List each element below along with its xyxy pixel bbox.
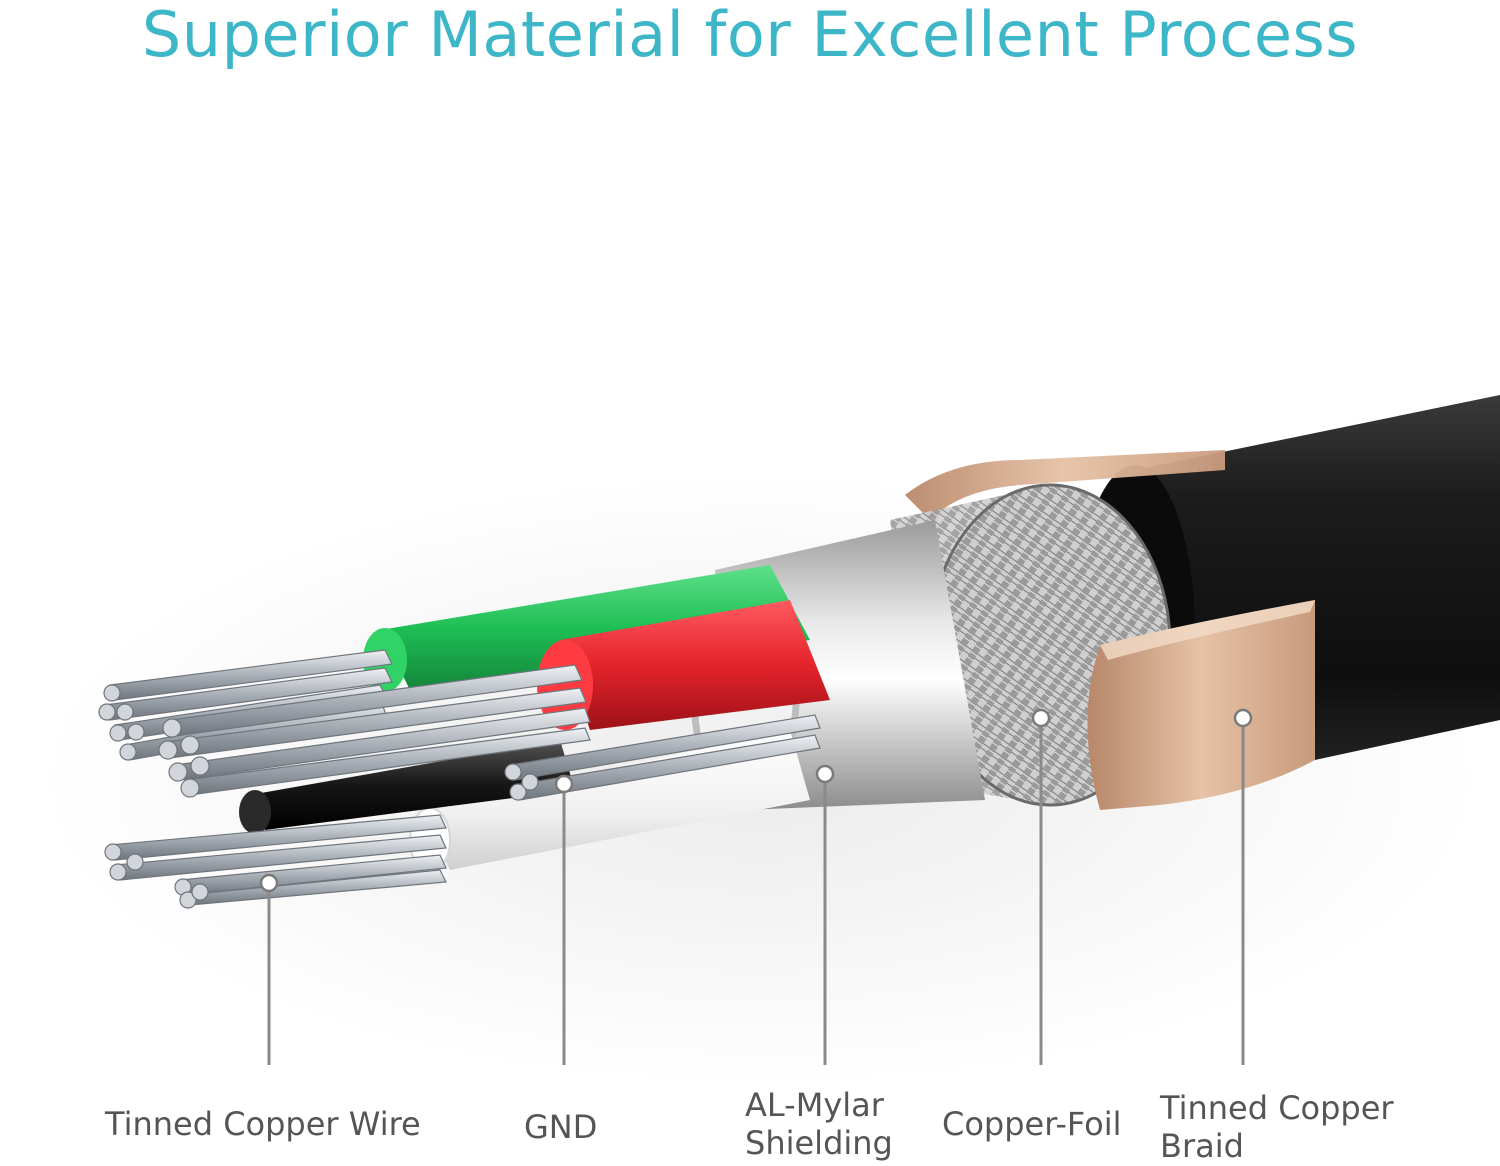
label-tinned-copper-wire: Tinned Copper Wire [105,1105,421,1143]
label-gnd: GND [524,1108,598,1146]
label-tinned-copper-braid: Tinned Copper Braid [1160,1089,1394,1165]
conductor-strands [98,649,821,909]
dot-tinned-copper-wire [259,873,279,893]
red-core [537,600,830,730]
page-title: Superior Material for Excellent Process [141,0,1359,71]
label-al-mylar-shielding: AL-Mylar Shielding [745,1086,893,1162]
braid-tape-front [1087,600,1315,810]
callout-leaders [259,708,1253,1065]
black-core [239,740,575,834]
dot-gnd [554,774,574,794]
braid-tape-back [905,450,1225,520]
label-copper-foil: Copper-Foil [942,1105,1122,1143]
dot-al-mylar-shielding [815,764,835,784]
dot-copper-foil [1031,708,1051,728]
dot-tinned-copper-braid [1233,708,1253,728]
